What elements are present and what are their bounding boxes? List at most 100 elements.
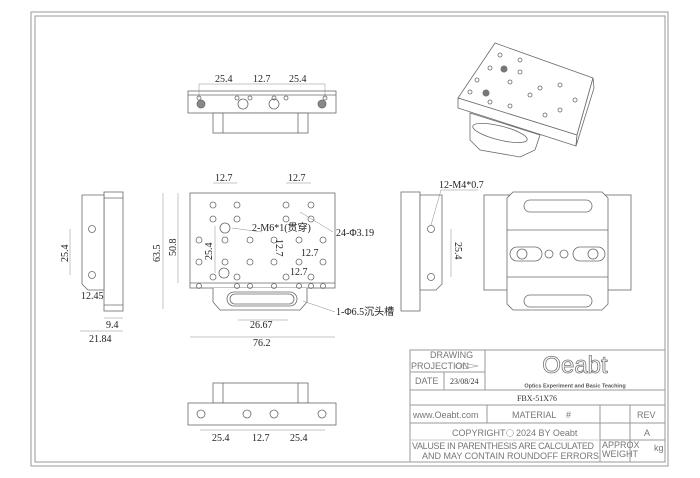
hole — [507, 79, 513, 85]
front-dim-top-right: 12.7 — [288, 173, 306, 184]
front-dim-inner-v: 12.7 — [273, 239, 284, 257]
note-line-2: AND MAY CONTAIN ROUNDOFF ERRORS — [422, 451, 599, 461]
top-dim-3: 25.4 — [289, 74, 307, 85]
hole — [320, 283, 326, 289]
projection-symbol-icon — [455, 362, 479, 370]
bottom-dim-2: 12.7 — [252, 433, 270, 444]
brand-tagline: Optics Experiment and Basic Teaching — [524, 384, 625, 390]
hole — [282, 215, 290, 223]
hole — [196, 409, 206, 419]
left-view: 25.4 12.45 9.4 21.84 — [60, 191, 124, 345]
hole — [319, 258, 327, 266]
hole — [209, 201, 217, 209]
hole — [283, 95, 289, 101]
hole — [296, 283, 302, 289]
hole — [209, 215, 217, 223]
left-dim-spacing: 25.4 — [60, 245, 71, 263]
hole — [221, 236, 229, 244]
hole — [268, 98, 280, 110]
front-dim-height-plate: 50.8 — [168, 239, 179, 257]
hole — [282, 273, 290, 281]
front-view: 12.7 12.7 63.5 50.8 25.4 12.7 12.7 12.7 … — [152, 173, 394, 349]
hole — [233, 215, 241, 223]
part-number: FBX-51X76 — [517, 394, 557, 403]
front-dim-width: 76.2 — [253, 338, 271, 349]
hole — [572, 97, 578, 103]
callout-tapped: 2-M6*1(贯穿) — [252, 221, 311, 234]
hole — [319, 236, 327, 244]
date-label: DATE — [415, 376, 438, 386]
copyright-icon — [506, 429, 514, 437]
hole — [317, 409, 327, 419]
hole — [196, 283, 202, 289]
hole — [487, 99, 493, 105]
hole — [246, 258, 254, 266]
brand-logo: Oeabt — [542, 352, 608, 379]
hole — [196, 99, 206, 109]
hole — [557, 82, 563, 88]
projection-label: PROJECTION — [411, 361, 469, 371]
left-dim-thin: 9.4 — [106, 320, 119, 331]
hole — [307, 215, 315, 223]
hole — [527, 92, 533, 98]
hole — [195, 236, 203, 244]
bottom-dim-3: 25.4 — [290, 433, 308, 444]
right-view: 12-M4*0.7 25.4 — [400, 180, 484, 312]
hole — [467, 89, 473, 95]
hole — [307, 273, 315, 281]
note-line-1: VALUSE IN PARENTHESIS ARE CALCULATED — [412, 441, 595, 451]
hole — [517, 57, 523, 63]
material-label: MATERIAL — [512, 410, 556, 420]
hole — [487, 65, 493, 71]
rev-label: REV — [637, 410, 656, 420]
hole — [317, 99, 327, 109]
hole — [237, 98, 249, 110]
hole — [242, 409, 252, 419]
outer-frame — [30, 11, 669, 467]
front-dim-height-total: 63.5 — [152, 245, 163, 263]
left-dim-total: 21.84 — [89, 334, 112, 345]
hole — [271, 283, 277, 289]
hole — [269, 409, 279, 419]
right-dim-spacing: 25.4 — [452, 242, 463, 260]
hole — [233, 201, 241, 209]
rev-value: A — [644, 428, 650, 438]
top-view: 25.4 12.7 25.4 — [187, 74, 337, 134]
hole — [557, 107, 563, 113]
hole — [307, 201, 315, 209]
hole — [234, 283, 240, 289]
copyright-label: COPYRIGHT — [452, 428, 506, 438]
callout-holes: 24-Φ3.19 — [336, 228, 374, 239]
hole — [507, 103, 513, 109]
hole — [234, 95, 240, 101]
front-dim-slot-length: 26.67 — [250, 320, 273, 331]
isometric-view — [457, 42, 595, 158]
date-value: 23/08/24 — [450, 377, 478, 386]
hole — [537, 85, 543, 91]
hole — [195, 258, 203, 266]
front-dim-inner-h2: 12.7 — [290, 267, 308, 278]
hole — [221, 258, 229, 266]
hole — [247, 95, 253, 101]
material-value: # — [566, 410, 571, 420]
weight-label-2: WEIGHT — [602, 449, 638, 459]
hole — [270, 258, 278, 266]
front-dim-top-left: 12.7 — [215, 173, 233, 184]
hole — [308, 283, 314, 289]
drawing-label: DRAWING — [430, 350, 473, 360]
hole — [270, 236, 278, 244]
hole — [246, 236, 254, 244]
weight-label-1: APPROX — [602, 440, 640, 450]
rear-view — [483, 191, 632, 311]
front-dim-inner-h1: 12.7 — [301, 248, 319, 259]
front-dim-hole-spacing: 25.4 — [204, 243, 215, 261]
copyright-note: 2024 BY Oeabt — [516, 428, 578, 438]
hole — [271, 95, 277, 101]
left-dim-offset: 12.45 — [81, 291, 104, 302]
top-dim-1: 25.4 — [215, 74, 233, 85]
hole — [247, 283, 253, 289]
right-callout: 12-M4*0.7 — [439, 180, 484, 191]
hole — [233, 273, 241, 281]
website: www.Oeabt.com — [412, 410, 479, 420]
